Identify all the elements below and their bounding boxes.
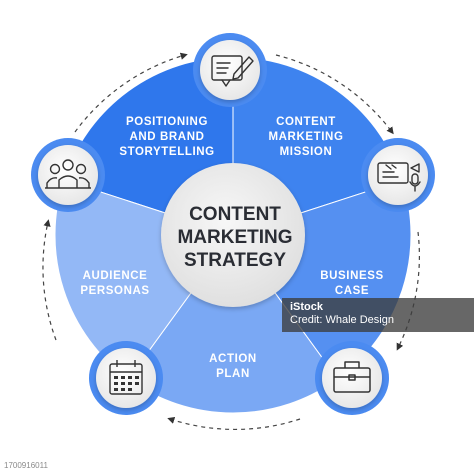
mission-line-3: MISSION xyxy=(280,146,333,158)
audience-line-2: PERSONAS xyxy=(80,285,149,297)
action-line-1: ACTION xyxy=(209,353,257,365)
icon-disc xyxy=(200,40,260,100)
mission-line-2: MARKETING xyxy=(268,131,343,143)
center-line-1: CONTENT xyxy=(189,204,281,225)
icon-node-audience xyxy=(31,138,105,212)
document-pencil-icon xyxy=(211,55,254,87)
positioning-line-3: STORYTELLING xyxy=(119,146,214,158)
positioning-line-1: POSITIONING xyxy=(126,116,208,128)
arrow-top-left xyxy=(74,52,188,133)
center-hub: CONTENT MARKETING STRATEGY xyxy=(161,163,305,307)
icon-disc xyxy=(96,348,156,408)
calendar-icon xyxy=(109,360,143,395)
icon-disc xyxy=(38,145,98,205)
briefcase-icon xyxy=(333,361,371,393)
watermark-credit: Credit: Whale Design xyxy=(290,314,394,326)
cycle-arrows xyxy=(42,52,421,431)
center-circle xyxy=(161,163,305,307)
center-line-3: STRATEGY xyxy=(184,250,286,271)
action-line-2: PLAN xyxy=(216,368,250,380)
icon-disc xyxy=(322,348,382,408)
watermark-brand: iStock xyxy=(290,301,324,313)
icon-node-action xyxy=(89,341,163,415)
business-line-1: BUSINESS xyxy=(320,270,384,282)
icon-disc xyxy=(368,145,428,205)
icon-node-business xyxy=(315,341,389,415)
stock-id-label: 1700916011 xyxy=(2,461,50,470)
positioning-line-2: AND BRAND xyxy=(129,131,204,143)
people-group-icon xyxy=(45,159,91,189)
audience-line-1: AUDIENCE xyxy=(83,270,148,282)
business-line-2: CASE xyxy=(335,285,369,297)
video-microphone-icon xyxy=(377,162,421,192)
icon-node-mission xyxy=(361,138,435,212)
icon-node-positioning xyxy=(193,33,267,107)
center-line-2: MARKETING xyxy=(177,227,292,248)
arrow-right xyxy=(396,231,421,351)
calendar-grid xyxy=(114,376,139,391)
segment-labels: POSITIONING AND BRAND STORYTELLING CONTE… xyxy=(80,116,383,380)
mission-line-1: CONTENT xyxy=(276,116,336,128)
istock-watermark: iStock Credit: Whale Design xyxy=(282,298,474,332)
arrow-left xyxy=(42,219,57,341)
arrow-bottom xyxy=(167,416,301,431)
